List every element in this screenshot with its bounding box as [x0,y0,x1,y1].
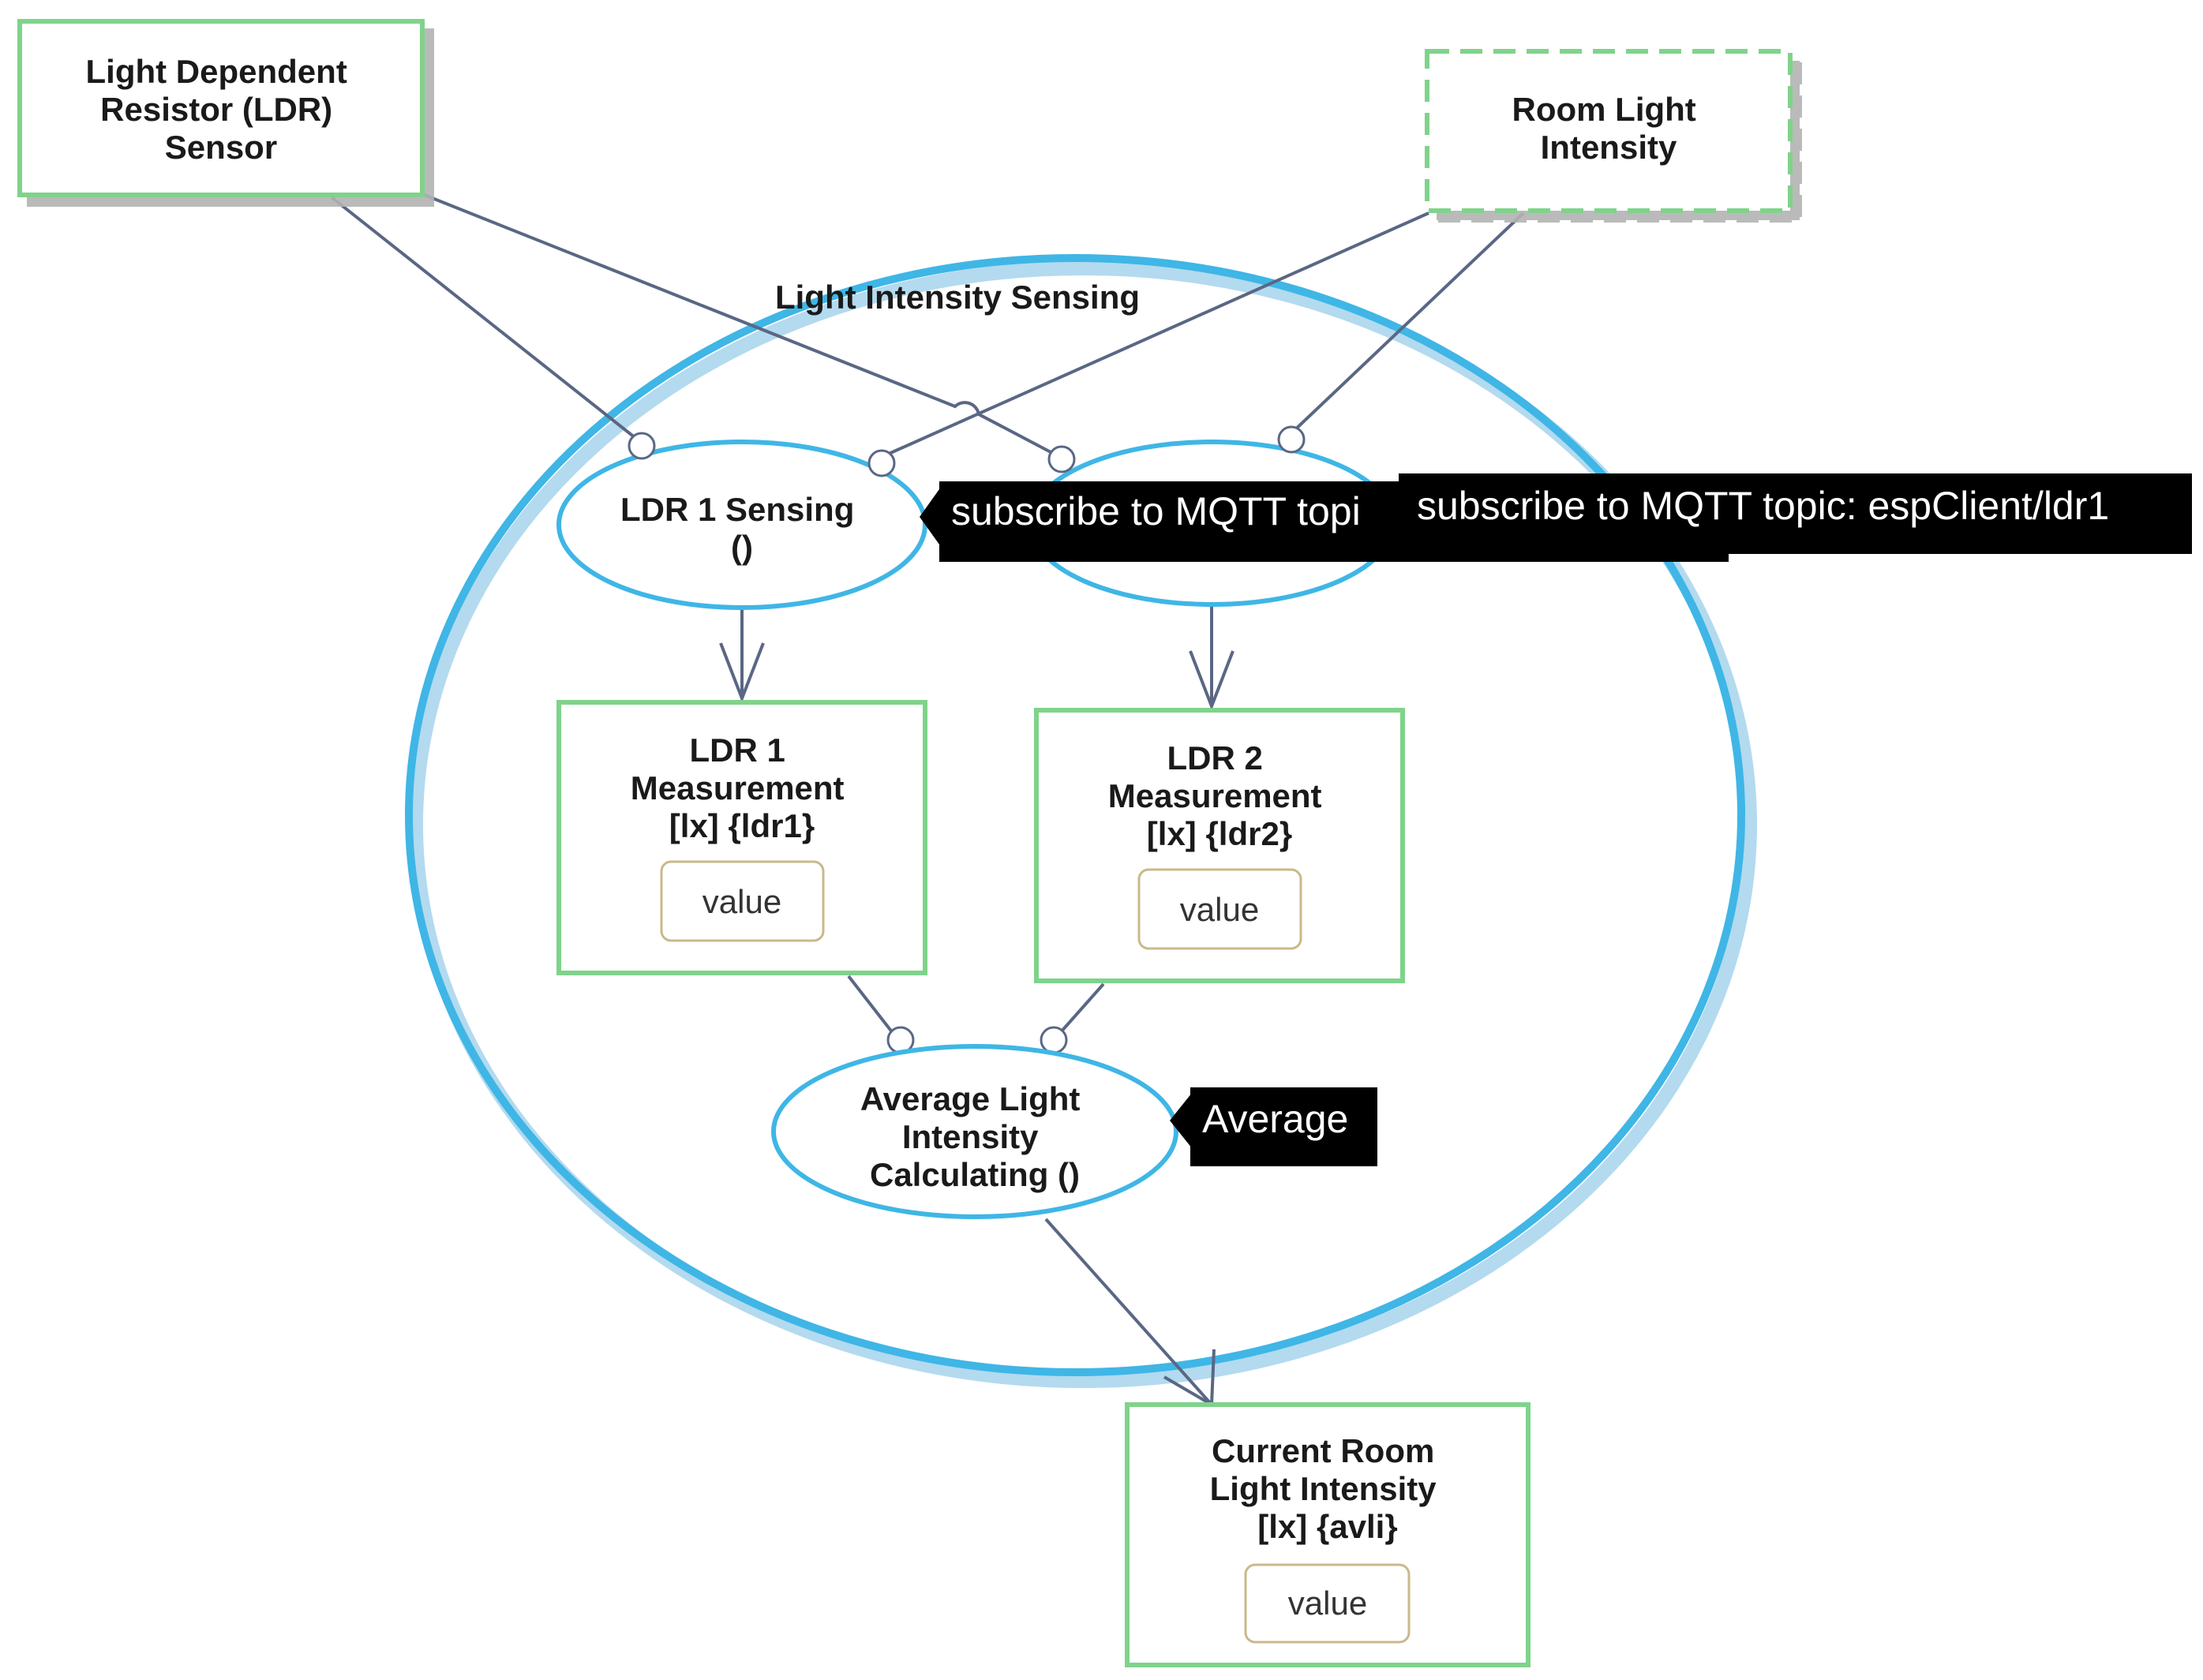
arrowhead-icon [1189,650,1235,711]
ldr2-meas-line1: LDR 2 [1167,739,1262,776]
ldr1-meas-line2: Measurement [631,769,845,806]
ldr1-meas-line3: [lx] {ldr1} [669,807,815,844]
ldr1-value-label: value [702,883,781,920]
object-ldr2-measurement[interactable]: LDR 2 Measurement [lx] {ldr2} value [1034,708,1405,983]
ldr-sensor-line1: Light Dependent [86,53,347,90]
link-ldr1-to-avg [847,975,900,1042]
ldr2-meas-line2: Measurement [1108,777,1322,814]
ldr-sensor-line2: Resistor (LDR) [100,91,332,128]
ldr1-sensing-line2: () [731,529,753,566]
object-current-room-light[interactable]: Current Room Light Intensity [lx] {avli}… [1125,1402,1530,1667]
ldr1-value-state[interactable] [660,860,825,942]
tooltip-ldr1-text: subscribe to MQTT topi [951,489,1361,533]
ldr1-meas-line1: LDR 1 [689,731,785,769]
link-avg-to-current [1044,1218,1213,1406]
svg-text:LDR 1 Measurement: LDR 1 Measurement [lx] {ldr1} [631,731,853,844]
link-room-to-ldr1 [881,211,1429,458]
current-room-value-label: value [1288,1585,1367,1622]
tooltip-ldr2-text: subscribe to MQTT topic: espClient/ldr1 [1417,484,2109,528]
link-sensor-to-ldr2 [421,193,1055,455]
arrowhead-icon [719,642,765,703]
instrument-circle-icon [628,432,656,460]
svg-text:LDR 2 Measurement: LDR 2 Measurement [lx] {ldr2} [1108,739,1331,852]
tooltip-average: Average [1170,1087,1377,1166]
object-ldr1-measurement[interactable]: LDR 1 Measurement [lx] {ldr1} value [556,700,927,975]
average-line1: Average Light [860,1080,1081,1117]
average-line3: Calculating () [870,1156,1080,1193]
tooltip-average-text: Average [1202,1097,1348,1141]
ldr-sensor-line3: Sensor [165,129,277,166]
object-room-light-intensity[interactable]: Room Light Intensity [1425,49,1793,213]
current-room-value-state[interactable] [1244,1563,1411,1644]
tooltip-ldr2-topic: subscribe to MQTT topic: espClient/ldr1 [1399,473,2192,554]
svg-text:Light Dependent Resistor: Light Dependent Resistor (LDR) Sensor [86,53,357,166]
instrument-circle-icon [1277,425,1306,454]
process-light-intensity-sensing[interactable]: Light Intensity Sensing [405,254,1757,1388]
current-room-line2: Light Intensity [1210,1470,1437,1507]
ldr1-sensing-line1: LDR 1 Sensing [620,491,854,528]
link-endpoints [628,425,1306,1054]
room-light-line2: Intensity [1541,129,1677,166]
link-sensor-to-ldr1 [330,196,637,440]
average-line2: Intensity [902,1118,1039,1155]
svg-text:Current Room Light Inten: Current Room Light Intensity [lx] {avli} [1210,1432,1446,1545]
instrument-circle-icon [867,449,896,477]
svg-text:Room Light Intensity: Room Light Intensity [1512,91,1706,166]
room-light-line1: Room Light [1512,91,1696,128]
link-room-to-ldr2 [1290,211,1525,435]
ldr2-value-label: value [1180,891,1259,928]
process-ldr1-sensing[interactable]: LDR 1 Sensing () [556,440,927,610]
ldr2-meas-line3: [lx] {ldr2} [1147,815,1292,852]
links [330,193,1525,1406]
process-average-calculating[interactable]: Average Light Intensity Calculating () [771,1044,1178,1219]
svg-text:LDR 1 Sensing (): LDR 1 Sensing () [620,491,864,566]
process-label: Light Intensity Sensing [775,279,1140,316]
instrument-circle-icon [1047,445,1076,473]
instrument-circle-icon [1040,1026,1068,1054]
ldr2-value-state[interactable] [1137,868,1302,950]
object-ldr-sensor[interactable]: Light Dependent Resistor (LDR) Sensor [17,19,425,197]
current-room-line1: Current Room [1212,1432,1434,1469]
current-room-line3: [lx] {avli} [1257,1508,1397,1545]
svg-text:Average Light Intensity: Average Light Intensity Calculating () [860,1080,1089,1193]
